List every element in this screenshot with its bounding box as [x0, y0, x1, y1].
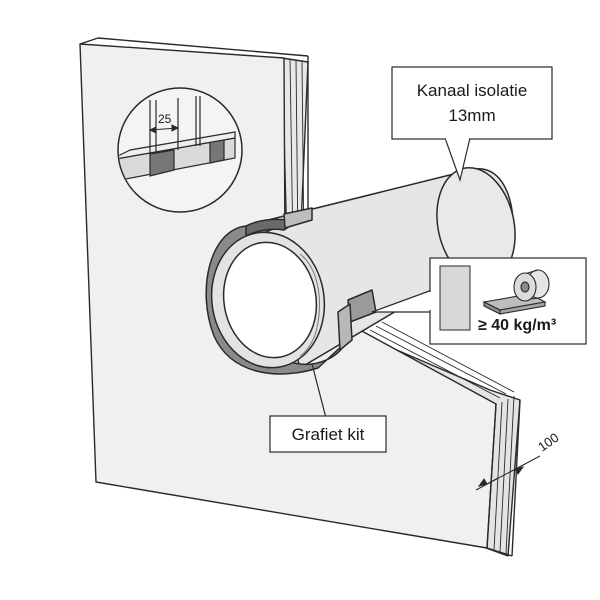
sealant-callout: Grafiet kit: [269, 363, 387, 453]
wall-thickness-dimension: [475, 455, 541, 491]
detail-inset: 25: [117, 87, 243, 213]
insulation-label-line2: 13mm: [448, 106, 495, 125]
sealant-callout-box: [269, 415, 387, 453]
insulation-callout-box: [391, 66, 553, 140]
top-seam-block: [283, 207, 313, 229]
detail-gap-fill-2: [209, 139, 225, 164]
side-seam-front: [337, 303, 353, 351]
detail-board-top: [119, 131, 236, 161]
wall-thickness-label: 100: [535, 430, 561, 455]
detail-gap-fill: [149, 149, 175, 177]
detail-dimension: [148, 124, 180, 134]
sealant-leader: [311, 363, 327, 419]
duct-bore: [222, 241, 318, 359]
sealant-label: Grafiet kit: [292, 425, 365, 444]
detail-dimension-label: 25: [158, 112, 172, 126]
density-label: ≥ 40 kg/m³: [478, 317, 556, 334]
density-callout: ≥ 40 kg/m³: [371, 257, 587, 345]
mineral-wool-roll-icon: [482, 269, 550, 315]
insulation-callout: Kanaal isolatie 13mm: [391, 66, 553, 183]
bore-inner-shade: [299, 253, 320, 357]
material-swatch: [439, 265, 471, 331]
insulation-label-line1: Kanaal isolatie: [417, 81, 528, 100]
